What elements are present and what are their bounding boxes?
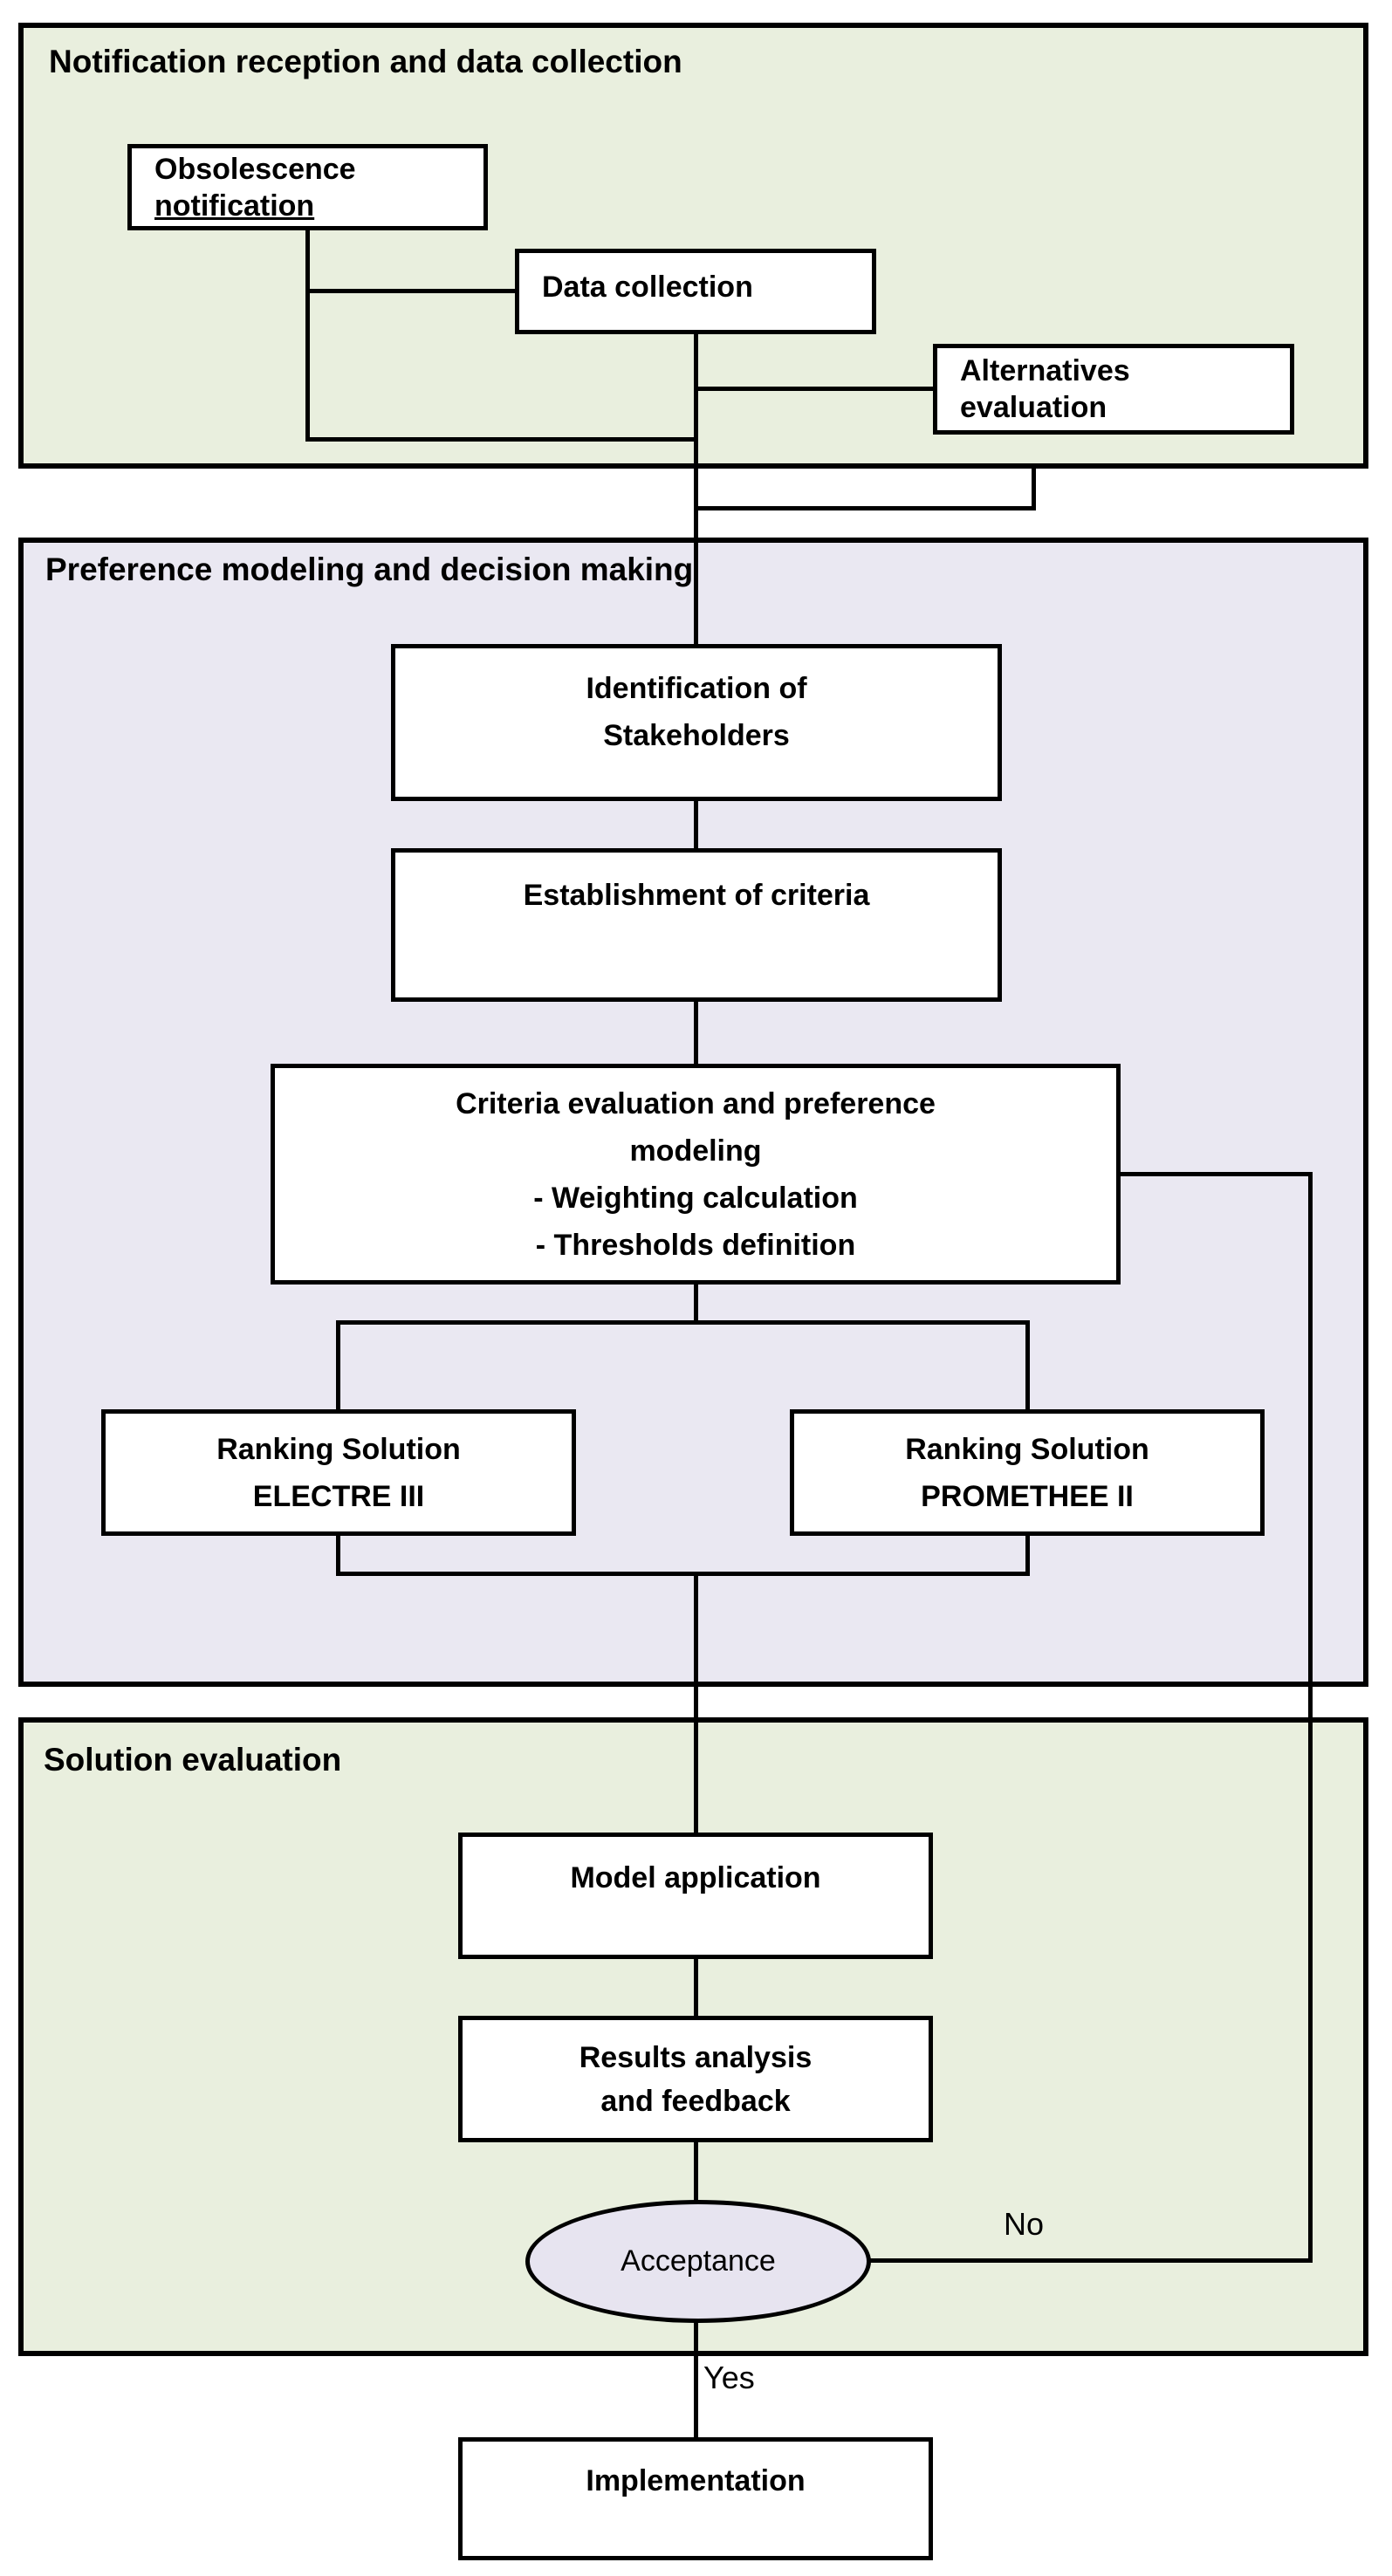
node-data-collection: Data collection <box>515 249 876 334</box>
node-label: Results analysis <box>579 2040 813 2074</box>
connector-results-to-acceptance <box>694 2140 698 2203</box>
connector-identification-to-establishment <box>694 796 698 852</box>
connector-feedback-vertical <box>1308 1172 1313 2263</box>
section-title-preference: Preference modeling and decision making <box>45 552 694 587</box>
node-label: Implementation <box>586 2464 806 2497</box>
node-establishment-of-criteria: Establishment of criteria <box>391 848 1002 1002</box>
connector-electre-down <box>336 1534 340 1576</box>
connector-split-right-down <box>1025 1320 1030 1411</box>
node-label: Obsolescence <box>154 153 356 186</box>
node-obsolescence-notification: Obsolescence notification <box>127 144 488 230</box>
connector-obsolescence-down <box>305 228 310 442</box>
connector-feedback-into-criteria <box>1117 1172 1313 1176</box>
node-implementation: Implementation <box>458 2437 933 2560</box>
node-identification-of-stakeholders: Identification of Stakeholders <box>391 644 1002 801</box>
node-acceptance-decision: Acceptance <box>525 2200 871 2323</box>
node-label: Establishment of criteria <box>523 879 870 912</box>
node-label: Acceptance <box>621 2244 776 2278</box>
node-label: Stakeholders <box>603 719 790 752</box>
connector-merge-horizontal <box>305 437 698 442</box>
edge-label-no: No <box>1004 2206 1045 2242</box>
connector-split-left-down <box>336 1320 340 1411</box>
node-model-application: Model application <box>458 1833 933 1959</box>
connector-establishment-to-criteria <box>694 1000 698 1067</box>
connector-to-alternatives <box>694 387 933 391</box>
connector-spine-data-to-identification <box>694 332 698 646</box>
node-criteria-evaluation: Criteria evaluation and preference model… <box>271 1064 1121 1285</box>
node-label-underlined: notification <box>154 189 315 223</box>
connector-acceptance-to-implementation <box>694 2319 698 2439</box>
connector-alternatives-exit-down <box>1032 466 1036 510</box>
connector-merge-bar <box>336 1572 1030 1576</box>
connector-model-to-results <box>694 1956 698 2018</box>
edge-label-yes: Yes <box>703 2360 755 2395</box>
section-title-notification: Notification reception and data collecti… <box>49 44 682 79</box>
node-ranking-promethee: Ranking Solution PROMETHEE II <box>790 1409 1265 1536</box>
connector-to-data-collection <box>305 289 515 293</box>
node-ranking-electre: Ranking Solution ELECTRE III <box>101 1409 576 1536</box>
node-results-analysis: Results analysis and feedback <box>458 2016 933 2142</box>
node-label: Criteria evaluation and preference <box>456 1086 936 1120</box>
node-label: - Thresholds definition <box>535 1228 856 1262</box>
connector-spine-to-model-application <box>694 1572 698 1833</box>
connector-alternatives-merge-horizontal <box>694 506 1036 510</box>
node-label: Data collection <box>542 271 753 304</box>
node-label: ELECTRE III <box>252 1479 425 1513</box>
node-label: evaluation <box>960 391 1107 424</box>
node-label: modeling <box>629 1134 762 1168</box>
node-label: Ranking Solution <box>905 1432 1149 1466</box>
connector-split-bar <box>336 1320 1030 1325</box>
connector-criteria-down <box>694 1283 698 1325</box>
connector-promethee-down <box>1025 1534 1030 1576</box>
node-label: and feedback <box>600 2084 791 2118</box>
node-label: Identification of <box>586 672 807 705</box>
node-label: Alternatives <box>960 354 1130 387</box>
node-label: PROMETHEE II <box>921 1479 1134 1513</box>
node-label: - Weighting calculation <box>533 1181 858 1215</box>
connector-no-branch <box>866 2258 1313 2263</box>
node-label: Model application <box>570 1861 821 1894</box>
node-alternatives-evaluation: Alternatives evaluation <box>933 344 1294 435</box>
section-title-solution: Solution evaluation <box>44 1742 342 1778</box>
node-label: Ranking Solution <box>216 1432 461 1466</box>
